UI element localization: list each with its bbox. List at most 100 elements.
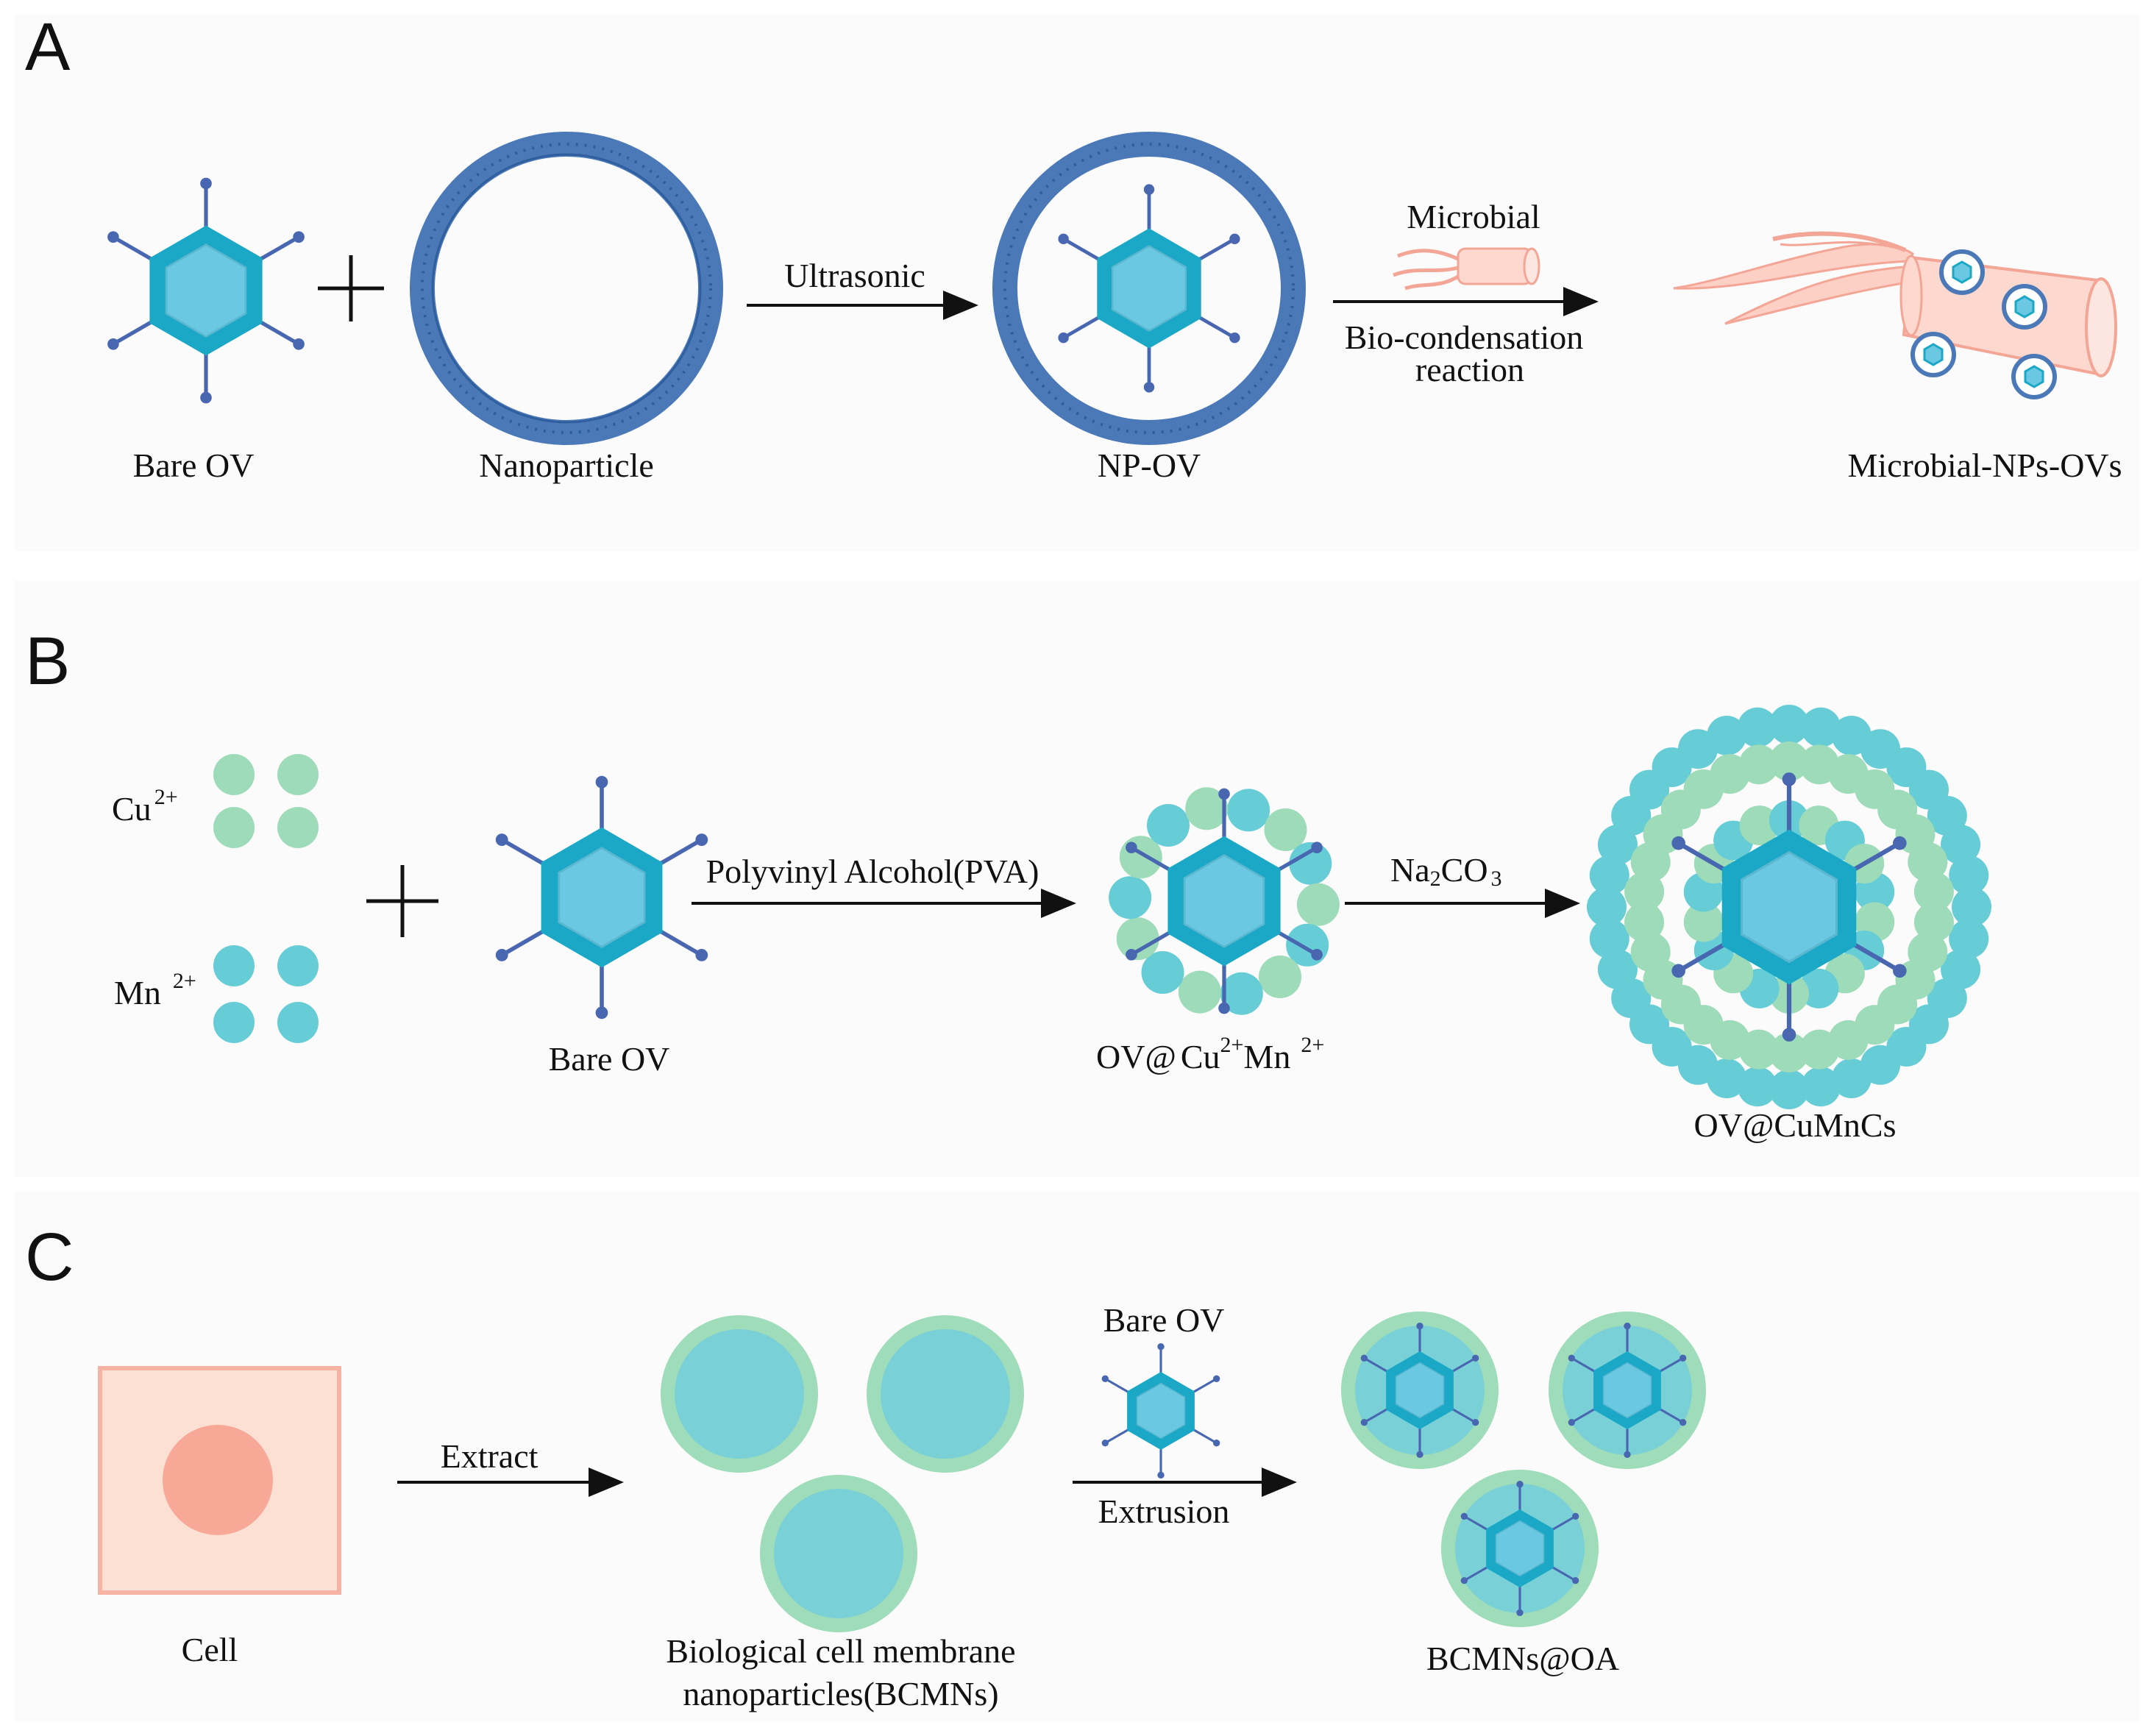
attached-np-3	[1910, 332, 1956, 377]
bcmns-label-line2: nanoparticles(BCMNs)	[683, 1675, 998, 1712]
ion-bead	[1109, 876, 1152, 919]
np-ov-icon	[992, 132, 1306, 445]
bcmns-icon	[661, 1315, 1024, 1632]
attached-np-1	[1939, 249, 1985, 295]
ov-cu-mn-core-icon	[1126, 788, 1323, 1014]
capsid-inner	[1395, 1362, 1445, 1419]
spike-tip	[1568, 1354, 1576, 1362]
spike-tip	[1143, 184, 1155, 195]
spike-tip	[1212, 1375, 1220, 1382]
panel-b-letter: B	[25, 624, 70, 699]
bare-ov-b-icon	[495, 775, 708, 1020]
ion-bead	[1296, 883, 1340, 926]
spike-tip	[1460, 1577, 1468, 1584]
ion-bead	[1587, 887, 1627, 927]
membrane-vesicle	[661, 1315, 818, 1473]
ion-bead	[1941, 825, 1981, 865]
bare-ov-c-icon	[1101, 1342, 1220, 1479]
ion-bead	[1799, 1029, 1840, 1070]
spike-tip	[495, 833, 508, 846]
ion-bead	[1259, 955, 1302, 998]
nanoparticle-label: Nanoparticle	[479, 447, 654, 484]
spike-tip	[1516, 1480, 1524, 1488]
ion-shells	[1587, 705, 1991, 1109]
spike-tip	[1218, 788, 1230, 800]
spike-tip	[1671, 836, 1685, 850]
capsid-inner	[1136, 1382, 1186, 1440]
spike-tip	[107, 231, 119, 243]
spike-tip	[595, 1006, 608, 1020]
nanoparticle-icon	[410, 132, 723, 445]
ov-cu-mn-icon	[1109, 787, 1340, 1015]
panel-c: C Cell Extract Biological cell membrane …	[15, 1192, 2139, 1721]
ion-bead	[1630, 932, 1671, 972]
capsid-inner	[165, 243, 247, 338]
microbial-nps-ovs-label: Microbial-NPs-OVs	[1847, 447, 2122, 484]
spike-tip	[1624, 1322, 1631, 1330]
spike-tip	[1568, 1419, 1576, 1426]
ion-bead	[1769, 705, 1809, 744]
bare-ov-c-label: Bare OV	[1103, 1301, 1225, 1339]
capsid-inner	[1495, 1520, 1545, 1577]
spike-tip	[1893, 964, 1907, 978]
ion-bead	[1141, 951, 1184, 995]
capsid-inner	[1602, 1362, 1652, 1419]
membrane-vesicle	[760, 1475, 917, 1632]
ion-bead	[1949, 855, 1989, 895]
ion-bead	[1769, 741, 1809, 781]
spike-tip	[1360, 1354, 1368, 1362]
panel-c-background	[15, 1192, 2139, 1721]
spike-tip	[1624, 1451, 1631, 1459]
cell-icon	[98, 1366, 341, 1595]
ion-bead	[1908, 842, 1948, 882]
spike-tip	[1126, 949, 1137, 961]
ion-bead	[1738, 744, 1779, 785]
bcmns-oa-icon	[1341, 1312, 1706, 1627]
spike-tip	[1679, 1419, 1687, 1426]
ion-bead	[1185, 787, 1229, 830]
spike-tip	[1679, 1354, 1687, 1362]
spike-tip	[293, 231, 305, 243]
plus-icon-b	[366, 865, 438, 937]
ov-cumncs-label: OV@CuMnCs	[1694, 1106, 1897, 1144]
spike-tip	[1471, 1419, 1479, 1426]
ion-bead	[1707, 715, 1747, 755]
spike-tip	[495, 949, 508, 961]
ion-bead	[1737, 1067, 1777, 1107]
ion-bead	[1289, 842, 1332, 885]
spike-tip	[1143, 382, 1155, 393]
ion-bead	[1146, 804, 1190, 847]
ion-bead	[1178, 970, 1221, 1014]
bio-condensation-label: Bio-condensation	[1345, 319, 1584, 356]
spike-tip	[1782, 1028, 1796, 1042]
spike-tip	[200, 391, 212, 404]
spike-tip	[1311, 842, 1323, 853]
microbial-label: Microbial	[1407, 198, 1540, 235]
spike-tip	[595, 775, 608, 789]
spike-tip	[1229, 233, 1240, 244]
microbial-nps-ovs-icon	[1673, 231, 2117, 399]
spike-tip	[1471, 1354, 1479, 1362]
spike-tip	[1416, 1451, 1423, 1459]
spike-tip	[1460, 1512, 1468, 1520]
np-ov-label: NP-OV	[1098, 447, 1201, 484]
panel-a: A Bare OV Nanoparticle Ultrasonic NP-OV …	[15, 10, 2139, 552]
ion-bead	[1737, 707, 1777, 747]
spike-tip	[1360, 1419, 1368, 1426]
spike-tip	[1516, 1609, 1524, 1617]
ion-bead	[1624, 872, 1665, 912]
ultrasonic-label: Ultrasonic	[784, 257, 925, 294]
ion-bead	[1624, 902, 1665, 942]
capsid-inner	[1111, 245, 1187, 332]
loaded-ov-icon	[1460, 1480, 1579, 1617]
spike-tip	[695, 949, 708, 961]
spike-tip	[1571, 1512, 1579, 1520]
extract-label: Extract	[441, 1437, 538, 1475]
spike-tip	[1416, 1322, 1423, 1330]
loaded-vesicle	[1341, 1312, 1499, 1469]
loaded-ov-icon	[1360, 1322, 1479, 1459]
attached-np-4	[2011, 354, 2057, 399]
spike-tip	[1671, 964, 1685, 978]
